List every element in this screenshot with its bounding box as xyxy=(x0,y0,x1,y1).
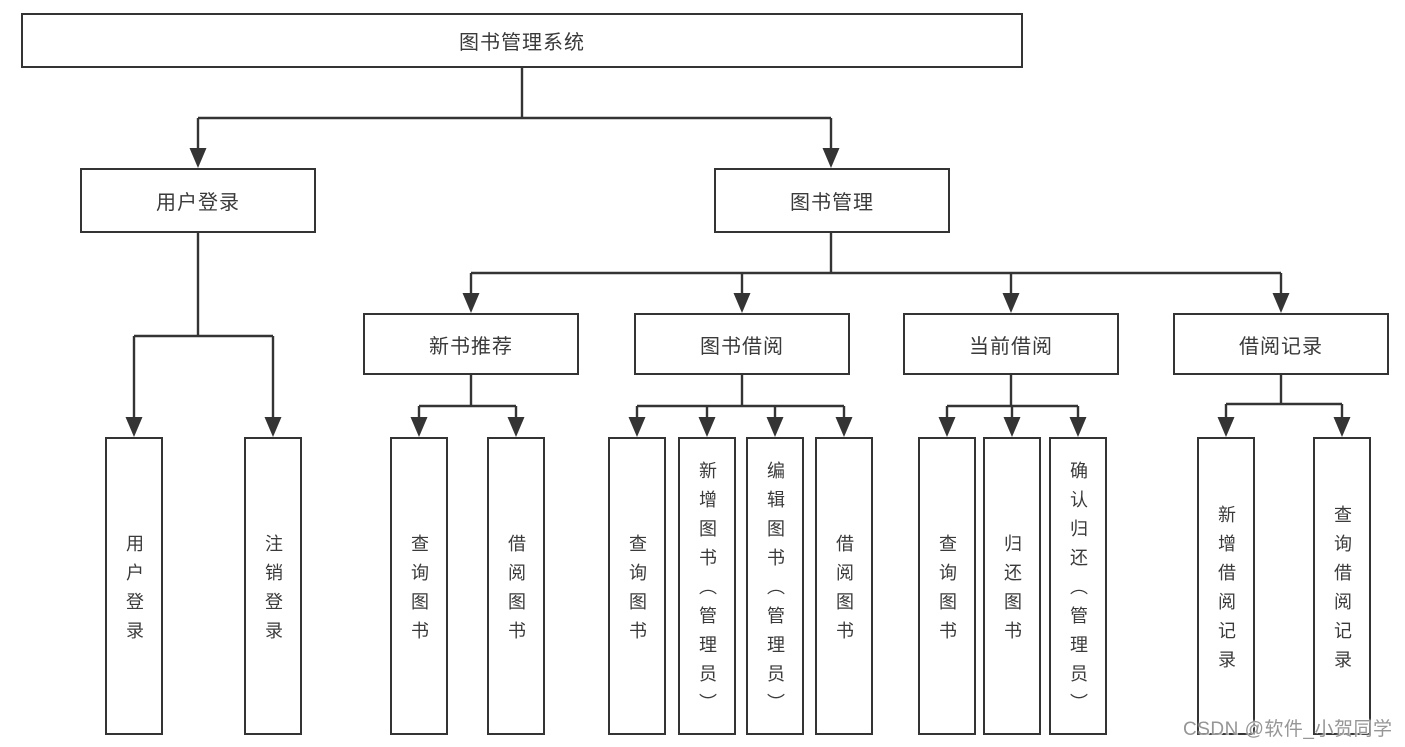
leaf-borrowing-query-books: 查询图书 xyxy=(608,437,666,735)
node-current-borrowing-label: 当前借阅 xyxy=(969,335,1053,358)
leaf-borrowing-add-books-admin-label: 新增图书（管理员） xyxy=(697,461,717,722)
leaf-newbook-borrow-books: 借阅图书 xyxy=(487,437,545,735)
leaf-user-login-label: 用户登录 xyxy=(124,533,144,650)
leaf-current-confirm-return-admin: 确认归还（管理员） xyxy=(1049,437,1107,735)
leaf-borrowing-query-books-label: 查询图书 xyxy=(627,533,647,650)
node-borrowing-records: 借阅记录 xyxy=(1173,313,1389,375)
leaf-logout-label: 注销登录 xyxy=(263,533,283,650)
leaf-borrowing-borrow-books: 借阅图书 xyxy=(815,437,873,735)
leaf-records-query-record-label: 查询借阅记录 xyxy=(1332,504,1352,679)
leaf-records-query-record: 查询借阅记录 xyxy=(1313,437,1371,735)
node-new-book-recommend-label: 新书推荐 xyxy=(429,335,513,358)
connector-current-borrow-children xyxy=(938,375,1087,437)
connector-book-borrow-children xyxy=(628,375,853,437)
node-borrowing-records-label: 借阅记录 xyxy=(1239,335,1323,358)
leaf-records-add-record-label: 新增借阅记录 xyxy=(1216,504,1236,679)
leaf-newbook-query-books: 查询图书 xyxy=(390,437,448,735)
leaf-user-login: 用户登录 xyxy=(105,437,163,735)
connector-book-mgmt-children xyxy=(462,233,1290,313)
connector-user-login-children xyxy=(125,233,282,437)
connector-root-children xyxy=(189,68,840,168)
leaf-current-query-books: 查询图书 xyxy=(918,437,976,735)
leaf-borrowing-edit-books-admin: 编辑图书（管理员） xyxy=(746,437,804,735)
leaf-borrowing-borrow-books-label: 借阅图书 xyxy=(834,533,854,650)
leaf-current-return-books: 归还图书 xyxy=(983,437,1041,735)
leaf-logout: 注销登录 xyxy=(244,437,302,735)
node-new-book-recommend: 新书推荐 xyxy=(363,313,579,375)
node-user-login-branch: 用户登录 xyxy=(80,168,316,233)
leaf-current-return-books-label: 归还图书 xyxy=(1002,533,1022,650)
leaf-newbook-borrow-books-label: 借阅图书 xyxy=(506,533,526,650)
node-book-borrowing-label: 图书借阅 xyxy=(700,335,784,358)
node-book-borrowing: 图书借阅 xyxy=(634,313,850,375)
leaf-borrowing-add-books-admin: 新增图书（管理员） xyxy=(678,437,736,735)
leaf-current-confirm-return-admin-label: 确认归还（管理员） xyxy=(1068,461,1088,722)
leaf-borrowing-edit-books-admin-label: 编辑图书（管理员） xyxy=(765,461,785,722)
node-book-management-label: 图书管理 xyxy=(790,192,874,214)
node-library-management-system: 图书管理系统 xyxy=(21,13,1023,68)
leaf-records-add-record: 新增借阅记录 xyxy=(1197,437,1255,735)
node-book-management: 图书管理 xyxy=(714,168,950,233)
leaf-newbook-query-books-label: 查询图书 xyxy=(409,533,429,650)
leaf-current-query-books-label: 查询图书 xyxy=(937,533,957,650)
csdn-watermark: CSDN @软件_小贺同学 xyxy=(1183,719,1393,740)
connector-borrow-records-children xyxy=(1217,375,1351,437)
node-library-management-system-label: 图书管理系统 xyxy=(459,32,585,54)
node-user-login-branch-label: 用户登录 xyxy=(156,192,240,214)
connector-new-book-children xyxy=(410,375,525,437)
node-current-borrowing: 当前借阅 xyxy=(903,313,1119,375)
